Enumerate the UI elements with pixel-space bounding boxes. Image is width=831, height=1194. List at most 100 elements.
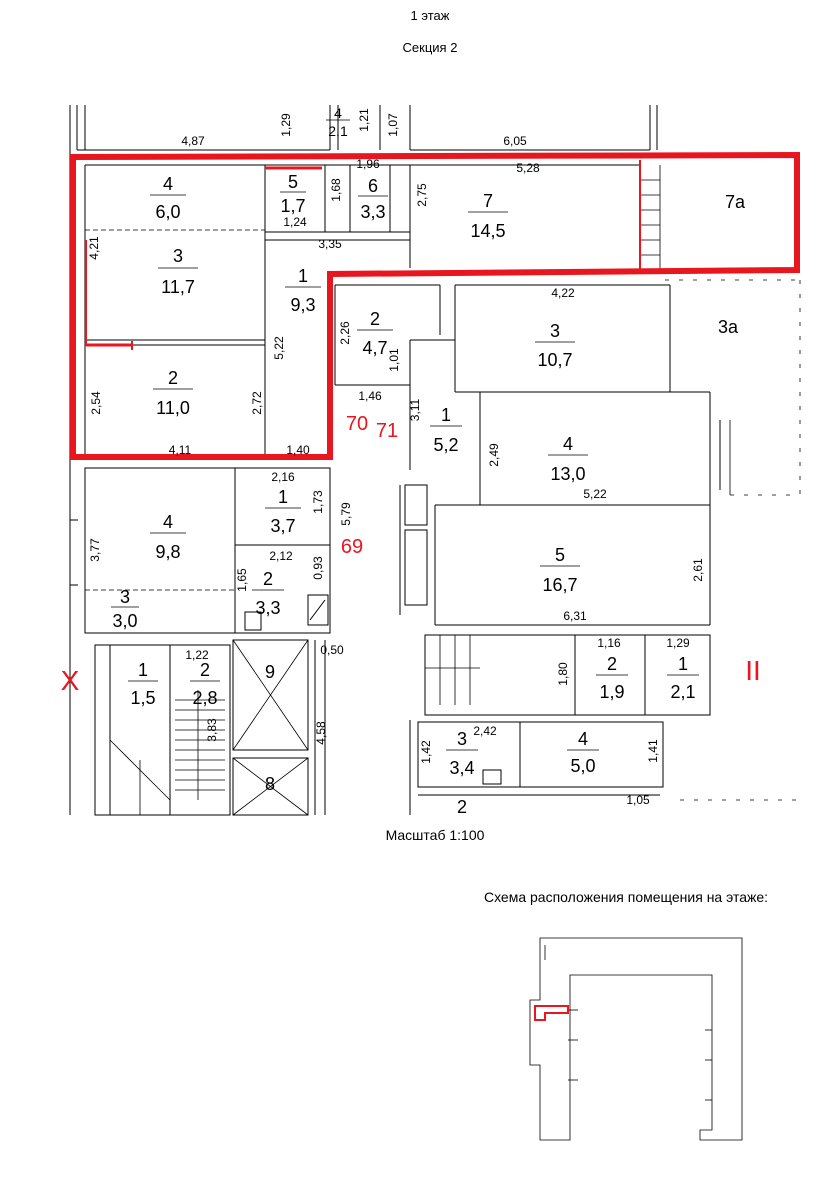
room-number: 3 — [457, 729, 467, 749]
room-number: 2 — [370, 309, 380, 329]
dimension: 5,28 — [516, 161, 540, 175]
red-markers: 70 71 69 X II — [61, 413, 761, 696]
dimension: 2,61 — [691, 558, 705, 582]
dimension: 1,05 — [626, 793, 650, 807]
floor-label: 1 этаж — [410, 8, 450, 23]
room-number: 4 — [563, 434, 573, 454]
dimension: 4,11 — [169, 443, 192, 457]
dimension: 1,01 — [387, 348, 401, 372]
dimension: 4,21 — [87, 236, 101, 260]
room-number: 4 — [163, 174, 173, 194]
room-area: 3,7 — [270, 516, 295, 536]
room-4-upper: 4 6,0 — [150, 174, 186, 222]
room-3-mid: 3 10,7 — [535, 321, 575, 370]
room-number: 6 — [368, 176, 378, 196]
dimension: 3,77 — [88, 538, 102, 562]
dimension: 1,42 — [419, 740, 433, 764]
room-number: 3 — [550, 321, 560, 341]
lower-right-walls — [409, 634, 711, 815]
room-area: 3,3 — [360, 202, 385, 222]
room-number: 2 — [607, 654, 617, 674]
dimension-labels: 1,29 1,21 1,07 4,87 6,05 1,96 5,28 1,68 … — [87, 108, 705, 807]
dimension: 2,49 — [487, 443, 501, 467]
room-number: 1 — [441, 405, 451, 425]
dimension: 1,40 — [286, 443, 310, 457]
middle-block-walls — [265, 284, 721, 626]
dimension: 6,31 — [563, 609, 587, 623]
room-area: 16,7 — [542, 575, 577, 595]
room-area: 11,0 — [156, 398, 190, 418]
room-7a-label: 7а — [725, 192, 746, 212]
marker-70: 70 — [346, 413, 368, 435]
room-area: 6,0 — [155, 202, 180, 222]
dimension: 1,96 — [356, 157, 380, 171]
room-1-mid: 1 5,2 — [430, 405, 462, 455]
dimension: 4,58 — [314, 721, 328, 745]
dimension: 1,29 — [666, 636, 690, 650]
marker-ii: II — [745, 655, 761, 686]
dimension: 1,46 — [358, 389, 382, 403]
room-area: 5,2 — [433, 435, 458, 455]
dimension: 4,87 — [181, 134, 205, 148]
room-number: 3 — [173, 246, 183, 266]
dimension: 3,35 — [318, 237, 342, 251]
dimension: 2,75 — [415, 183, 429, 207]
section-label: Секция 2 — [402, 40, 458, 55]
dimension: 1,68 — [329, 178, 343, 202]
room-area: 9,8 — [155, 542, 180, 562]
room-3-bottom: 3 3,4 — [446, 729, 478, 778]
room-4-mid: 4 13,0 — [548, 434, 588, 484]
room-number: 1 — [138, 660, 148, 680]
room-2-stair: 2 2,8 — [190, 660, 220, 708]
room-number: 5 — [555, 545, 565, 565]
dimension: 1,24 — [283, 215, 307, 229]
dimension: 2,54 — [89, 391, 103, 415]
dimension: 5,22 — [583, 487, 607, 501]
dimension: 3,11 — [408, 398, 422, 421]
floor-scheme-thumbnail — [529, 937, 743, 1141]
room-area: 3,3 — [255, 598, 280, 618]
dimension: 2,26 — [338, 321, 352, 345]
dimension: 0,93 — [311, 556, 325, 580]
scheme-label: Схема расположения помещения на этаже: — [484, 889, 768, 905]
marker-71: 71 — [376, 420, 398, 442]
room-area: 14,5 — [470, 221, 505, 241]
room-8-label: 8 — [265, 774, 275, 794]
room-number: 4 — [334, 105, 342, 121]
room-number: 4 — [578, 729, 588, 749]
room-5-lower: 5 16,7 — [540, 545, 580, 595]
dimension: 2,42 — [473, 724, 497, 738]
room-2-mid: 2 4,7 — [357, 309, 393, 358]
room-3-upper: 3 11,7 — [158, 246, 198, 297]
room-1-right: 1 2,1 — [667, 654, 699, 702]
room-area: 1,5 — [130, 688, 155, 708]
dimension: 2,72 — [250, 391, 264, 415]
room-area: 2,8 — [192, 688, 217, 708]
side-sections — [665, 279, 801, 801]
room-number: 2 — [200, 660, 210, 680]
room-number: 2 — [263, 569, 273, 589]
dimension: 1,16 — [597, 636, 621, 650]
room-2-lower: 2 3,3 — [252, 569, 284, 618]
room-area: 5,0 — [570, 756, 595, 776]
dimension: 0,50 — [320, 643, 344, 657]
room-number: 5 — [288, 172, 298, 192]
marker-x: X — [61, 665, 80, 696]
room-area: 2,1 — [670, 682, 695, 702]
dimension: 2,12 — [269, 549, 293, 563]
room-number: 3 — [120, 587, 130, 607]
dimension: 1,07 — [386, 113, 400, 137]
room-4-bottom: 4 5,0 — [567, 729, 599, 776]
scale-label: Масштаб 1:100 — [386, 827, 485, 843]
room-number: 2 — [168, 368, 178, 388]
room-4-top: 4 2,1 — [326, 105, 350, 139]
dimension: 6,05 — [503, 134, 527, 148]
marker-69: 69 — [341, 536, 363, 558]
room-5-upper: 5 1,7 — [280, 172, 306, 216]
scheme-highlight — [534, 1005, 569, 1021]
room-9-label: 9 — [265, 662, 275, 682]
dimension: 4,22 — [551, 286, 575, 300]
room-number: 1 — [678, 654, 688, 674]
room-area: 1,7 — [280, 196, 305, 216]
